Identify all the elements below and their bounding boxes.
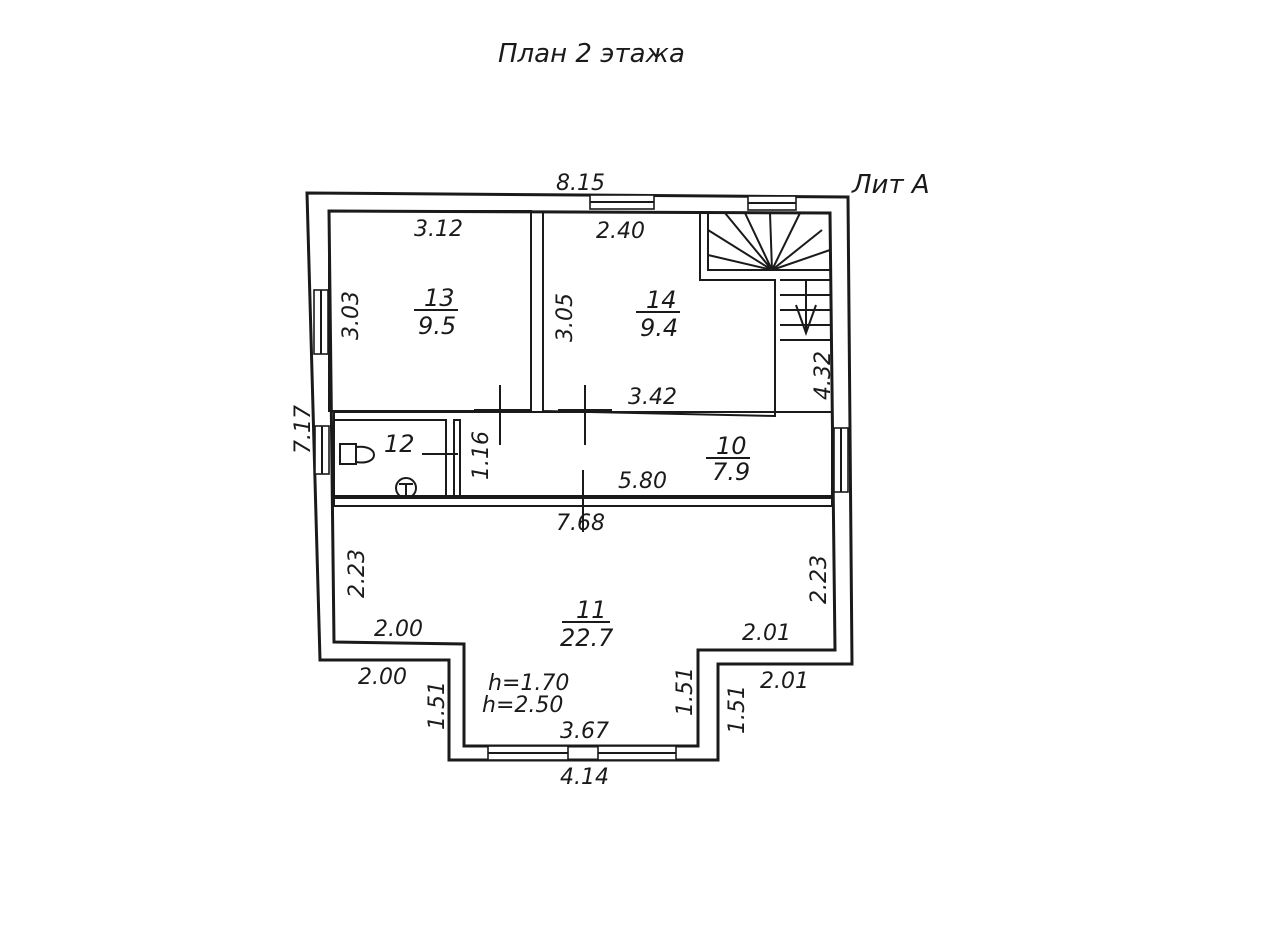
room-13-number: 13 [424,284,455,312]
room-14-outline [542,211,776,418]
stair-arrow-icon [795,280,817,336]
dim-bay-left-side-outer: 1.51 [425,681,450,730]
dim-bay-left-outer: 2.00 [358,665,407,690]
dim-bay-right-side-inner: 1.51 [673,667,698,716]
lit-label: Лит А [851,170,930,200]
room-11-area: 22.7 [560,624,614,652]
boiler-icon [395,477,417,499]
dim-room13-height: 3.03 [339,291,364,340]
dim-room13-width: 3.12 [414,217,463,242]
dim-room10-width: 5.80 [618,469,667,494]
height-label-1: h=1.70 [488,671,569,696]
dim-outer-right-lower: 2.23 [807,555,832,604]
room-13-area: 9.5 [418,312,456,340]
dim-bay-outer-bottom: 4.14 [560,765,609,790]
page-title: План 2 этажа [498,39,685,69]
room-11-number: 11 [576,596,607,624]
dim-bay-inner-bottom: 3.67 [560,719,609,744]
dim-stair-height: 4.32 [811,351,836,400]
height-label-2: h=2.50 [482,693,563,718]
stair-outline [707,213,830,271]
inner-wall [327,209,837,748]
dim-bay-right-side-outer: 1.51 [725,685,750,734]
room-12-outline [333,419,447,497]
room-10-number: 10 [716,432,747,460]
dim-bay-right-top: 2.01 [742,621,791,646]
room-10-area: 7.9 [712,458,750,486]
dim-room14-height: 3.05 [553,293,578,342]
room-14-number: 14 [646,286,677,314]
dim-bay-right-outer: 2.01 [760,669,809,694]
door-marks [422,385,612,532]
dim-room12-height: 1.16 [469,431,494,480]
dim-room11-width: 7.68 [556,511,605,536]
dim-room14-width: 2.40 [596,219,645,244]
dim-outer-left: 7.17 [291,405,316,454]
boiler-mark-icon [399,483,413,495]
room-14-area: 9.4 [640,314,678,342]
dim-bay-left-top: 2.00 [374,617,423,642]
dim-room11-left: 2.23 [345,549,370,598]
dim-outer-top: 8.15 [556,171,605,196]
outer-wall [305,191,854,762]
room-12-number: 12 [384,430,415,458]
stair-steps [707,212,831,271]
toilet-icon [339,443,375,465]
dim-room14-bottom: 3.42 [628,385,677,410]
